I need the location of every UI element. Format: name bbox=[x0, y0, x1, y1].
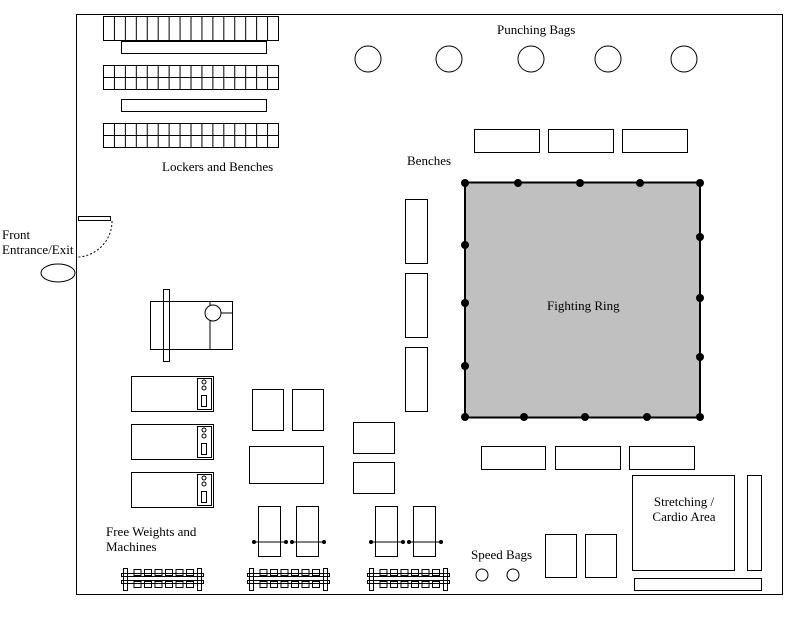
locker-row-2 bbox=[103, 65, 279, 90]
free-weights-line-1: Free Weights and bbox=[106, 524, 197, 539]
ring-bench-left-1 bbox=[405, 199, 428, 264]
dumbbell-rack-3 bbox=[367, 568, 450, 591]
fighting-ring-label: Fighting Ring bbox=[547, 298, 620, 313]
stretching-bar-right bbox=[747, 475, 762, 571]
punching-bag-2 bbox=[435, 45, 463, 73]
ring-bench-bottom-3 bbox=[629, 446, 695, 470]
door-swing-arc bbox=[78, 219, 113, 258]
weight-bench-4 bbox=[353, 462, 395, 494]
front-entrance-line-1: Front bbox=[2, 227, 31, 242]
fighting-ring bbox=[464, 181, 701, 419]
machine-2 bbox=[131, 424, 214, 460]
barbell-bench-3 bbox=[369, 506, 405, 557]
speed-bag-2 bbox=[506, 568, 520, 582]
weight-platform bbox=[249, 446, 324, 484]
ring-bench-bottom-2 bbox=[555, 446, 621, 470]
punching-bag-3 bbox=[517, 45, 545, 73]
weight-bench-2 bbox=[292, 389, 324, 431]
machine-1 bbox=[131, 376, 214, 412]
dumbbell-rack-2 bbox=[247, 568, 330, 591]
barbell-bench-1 bbox=[252, 506, 288, 557]
weight-bench-3 bbox=[353, 422, 395, 454]
barbell-bench-2 bbox=[290, 506, 326, 557]
bench-1 bbox=[121, 41, 267, 54]
free-weights-line-2: Machines bbox=[106, 539, 157, 554]
stretching-line-1: Stretching / bbox=[653, 494, 715, 509]
outer-wall bbox=[76, 14, 783, 595]
stretching-bar-bottom bbox=[634, 578, 762, 591]
lockers-benches-label: Lockers and Benches bbox=[162, 159, 274, 174]
ring-posts bbox=[461, 179, 704, 421]
benches-label: Benches bbox=[407, 153, 452, 168]
ring-bench-top-3 bbox=[622, 129, 688, 153]
speed-bag-platform-2 bbox=[585, 534, 617, 578]
free-weights-label: Free Weights and Machines bbox=[106, 524, 196, 554]
punching-bag-1 bbox=[354, 45, 382, 73]
front-door bbox=[78, 216, 111, 221]
stretching-line-2: Cardio Area bbox=[652, 509, 716, 524]
speed-bags-label: Speed Bags bbox=[471, 547, 533, 562]
locker-row-3 bbox=[103, 123, 279, 148]
weight-bench-1 bbox=[252, 389, 284, 431]
stretching-area bbox=[632, 475, 735, 571]
ring-bench-left-2 bbox=[405, 273, 428, 338]
stretching-cardio-label: Stretching / Cardio Area bbox=[636, 494, 732, 524]
speed-bag-platform-1 bbox=[545, 534, 577, 578]
ring-bench-bottom-1 bbox=[481, 446, 546, 470]
punching-bags-label: Punching Bags bbox=[497, 22, 576, 37]
weight-machine bbox=[150, 289, 233, 362]
locker-row-1 bbox=[103, 16, 279, 41]
front-entrance-line-2: Entrance/Exit bbox=[2, 242, 74, 257]
machine-3 bbox=[131, 472, 214, 508]
dumbbell-rack-1 bbox=[121, 568, 204, 591]
ring-bench-left-3 bbox=[405, 347, 428, 412]
punching-bag-5 bbox=[670, 45, 698, 73]
barbell-bench-4 bbox=[407, 506, 443, 557]
entrance-mat bbox=[40, 263, 76, 283]
ring-bench-top-2 bbox=[548, 129, 614, 153]
speed-bag-1 bbox=[475, 568, 489, 582]
ring-bench-top-1 bbox=[474, 129, 540, 153]
front-entrance-label: Front Entrance/Exit bbox=[2, 227, 73, 257]
bench-2 bbox=[121, 99, 267, 112]
punching-bag-4 bbox=[594, 45, 622, 73]
